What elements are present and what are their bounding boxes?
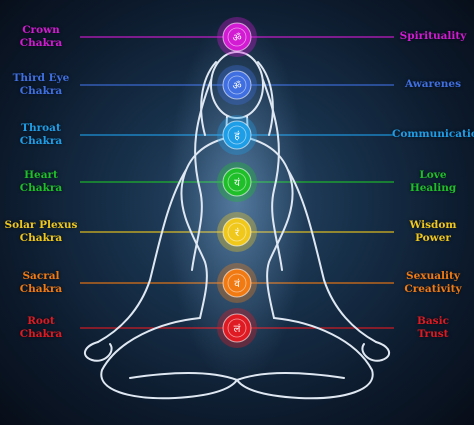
heart-symbol-glyph: यं — [234, 177, 240, 189]
throat-chakra-meaning: Communication — [392, 128, 474, 141]
throat-symbol-ring — [227, 125, 247, 145]
hair-strand-right — [257, 61, 274, 136]
head-outline — [210, 51, 264, 119]
torso-left — [180, 115, 228, 319]
crown-chakra-meaning-line: Spirituality — [399, 30, 467, 42]
arm-right — [287, 169, 377, 343]
heart-chakra-meaning-line: Healing — [409, 182, 457, 194]
meditating-figure-outline — [83, 51, 391, 400]
arm-left — [97, 169, 187, 343]
heart-chakra-name-line: Chakra — [19, 182, 63, 194]
solar-plexus-symbol-glyph: रं — [235, 227, 240, 239]
sacral-chakra-name-line: Chakra — [19, 283, 63, 295]
sacral-chakra-meaning-line: Sexuality — [406, 270, 460, 282]
third-eye-chakra-symbol-icon — [222, 70, 252, 100]
legs-crossing — [129, 372, 345, 382]
solar-plexus-chakra-meaning-line: Wisdom — [409, 219, 457, 231]
crown-chakra-name-line: Chakra — [19, 37, 63, 49]
solar-plexus-chakra-name-line: Chakra — [19, 232, 63, 244]
sacral-chakra-meaning-line: Creativity — [404, 283, 462, 295]
throat-chakra-meaning-line: Communication — [392, 128, 474, 140]
sacral-symbol-ring — [227, 273, 247, 293]
heart-symbol-ring — [227, 172, 247, 192]
third-eye-symbol-glyph: ॐ — [232, 80, 241, 92]
throat-chakra-name-line: Throat — [21, 122, 61, 134]
heart-chakra-meaning-line: Love — [419, 169, 447, 181]
chakra-orbs: ॐ ॐ हं यं रं वं लं — [217, 17, 257, 348]
crown-chakra-symbol-icon — [222, 22, 252, 52]
root-symbol-glyph: लं — [234, 323, 241, 335]
third-eye-chakra-meaning-line: Awarenes — [404, 78, 461, 90]
crown-chakra-meaning: Spirituality — [392, 30, 474, 43]
leg-right — [236, 317, 374, 400]
sacral-chakra-name-line: Sacral — [22, 270, 60, 282]
sacral-chakra-symbol-icon — [222, 268, 252, 298]
hand-left — [83, 341, 113, 362]
leg-left — [100, 317, 238, 400]
third-eye-chakra-name-line: Third Eye — [12, 72, 70, 84]
root-chakra-name-line: Chakra — [19, 328, 63, 340]
crown-symbol-glyph: ॐ — [232, 32, 241, 44]
crown-symbol-ring — [227, 27, 247, 47]
solar-plexus-chakra-name-line: Solar Plexus — [4, 219, 78, 231]
third-eye-chakra-name-line: Chakra — [19, 85, 63, 97]
solar-plexus-chakra-meaning-line: Power — [415, 232, 451, 244]
third-eye-symbol-ring — [227, 75, 247, 95]
root-chakra-meaning-line: Basic — [417, 315, 449, 327]
root-chakra-symbol-icon — [222, 313, 252, 343]
hand-right — [361, 341, 391, 362]
root-chakra-meaning-line: Trust — [417, 328, 449, 340]
root-chakra-name-line: Root — [27, 315, 55, 327]
hair-strand-left — [200, 61, 217, 136]
sacral-symbol-glyph: वं — [234, 278, 240, 290]
torso-right — [246, 115, 294, 319]
heart-chakra-name-line: Heart — [24, 169, 58, 181]
heart-chakra-symbol-icon — [222, 167, 252, 197]
third-eye-chakra-meaning: Awarenes — [392, 78, 474, 91]
throat-chakra-symbol-icon — [222, 120, 252, 150]
crown-chakra-name-line: Crown — [22, 24, 60, 36]
throat-chakra-name-line: Chakra — [19, 135, 63, 147]
throat-symbol-glyph: हं — [234, 130, 240, 142]
solar-plexus-symbol-ring — [227, 222, 247, 242]
solar-plexus-chakra-symbol-icon — [222, 217, 252, 247]
root-symbol-ring — [227, 318, 247, 338]
